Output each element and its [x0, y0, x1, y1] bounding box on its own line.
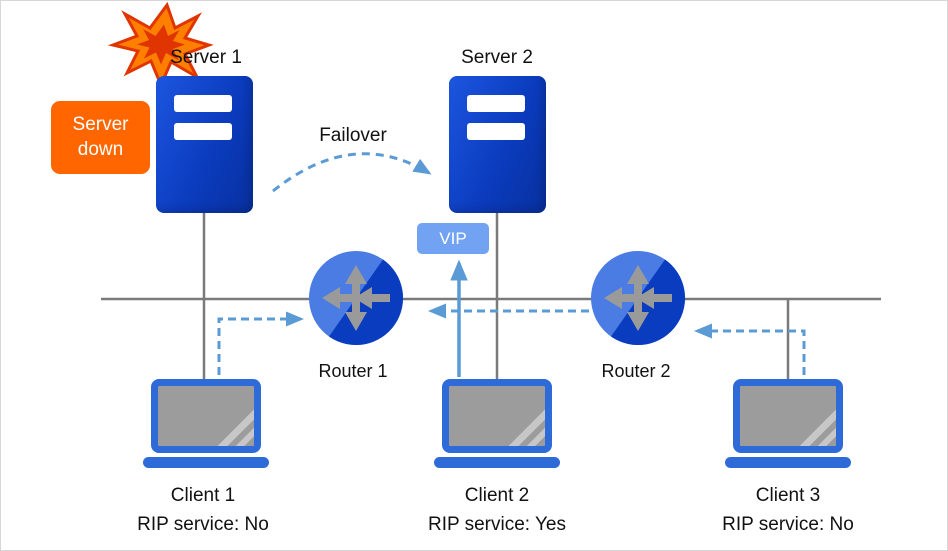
- server2-slot-bottom: [467, 123, 525, 140]
- server1-icon: [156, 76, 253, 213]
- client1-rip-status: RIP service: No: [137, 514, 269, 535]
- server1-slot-bottom: [174, 123, 232, 140]
- server-down-text: Server down: [72, 113, 129, 160]
- client1-label: Client 1: [170, 485, 236, 506]
- explosion-inner: [137, 24, 185, 65]
- client3-screen: [733, 379, 843, 453]
- router2-label: Router 2: [601, 361, 671, 381]
- client3-rip-status: RIP service: No: [722, 514, 854, 535]
- failover-arrow: [272, 152, 432, 193]
- router1-label: Router 1: [318, 361, 388, 381]
- client2-rip-status: RIP service: Yes: [427, 514, 566, 535]
- client3-laptop-icon: [725, 379, 851, 471]
- server2-icon: [449, 76, 546, 213]
- client1-screen: [151, 379, 261, 453]
- vip-badge: VIP: [417, 223, 489, 254]
- client2-base: [434, 457, 560, 468]
- server-down-badge: Server down: [51, 101, 150, 174]
- client1-laptop-icon: [143, 379, 269, 471]
- server2-slot-top: [467, 95, 525, 112]
- router1-arrows: [322, 265, 390, 331]
- client3-to-router2-arrow: [694, 323, 806, 375]
- network-cabling: [101, 209, 881, 385]
- server1-slot-top: [174, 95, 232, 112]
- router1-icon: [309, 251, 404, 346]
- traffic-arrows: [217, 152, 806, 377]
- failover-label: Failover: [319, 125, 387, 146]
- vip-text: VIP: [439, 228, 467, 248]
- server2-label: Server 2: [461, 47, 533, 68]
- client3-label: Client 3: [755, 485, 821, 506]
- client2-label: Client 2: [464, 485, 530, 506]
- client2-laptop-icon: [434, 379, 560, 471]
- explosion-icon: [107, 1, 214, 89]
- client1-base: [143, 457, 269, 468]
- server1-label: Server 1: [170, 47, 242, 68]
- router2-icon: [591, 251, 686, 346]
- client3-base: [725, 457, 851, 468]
- client1-to-router1-arrow: [217, 311, 304, 375]
- client2-screen: [442, 379, 552, 453]
- router2-arrows: [604, 265, 672, 331]
